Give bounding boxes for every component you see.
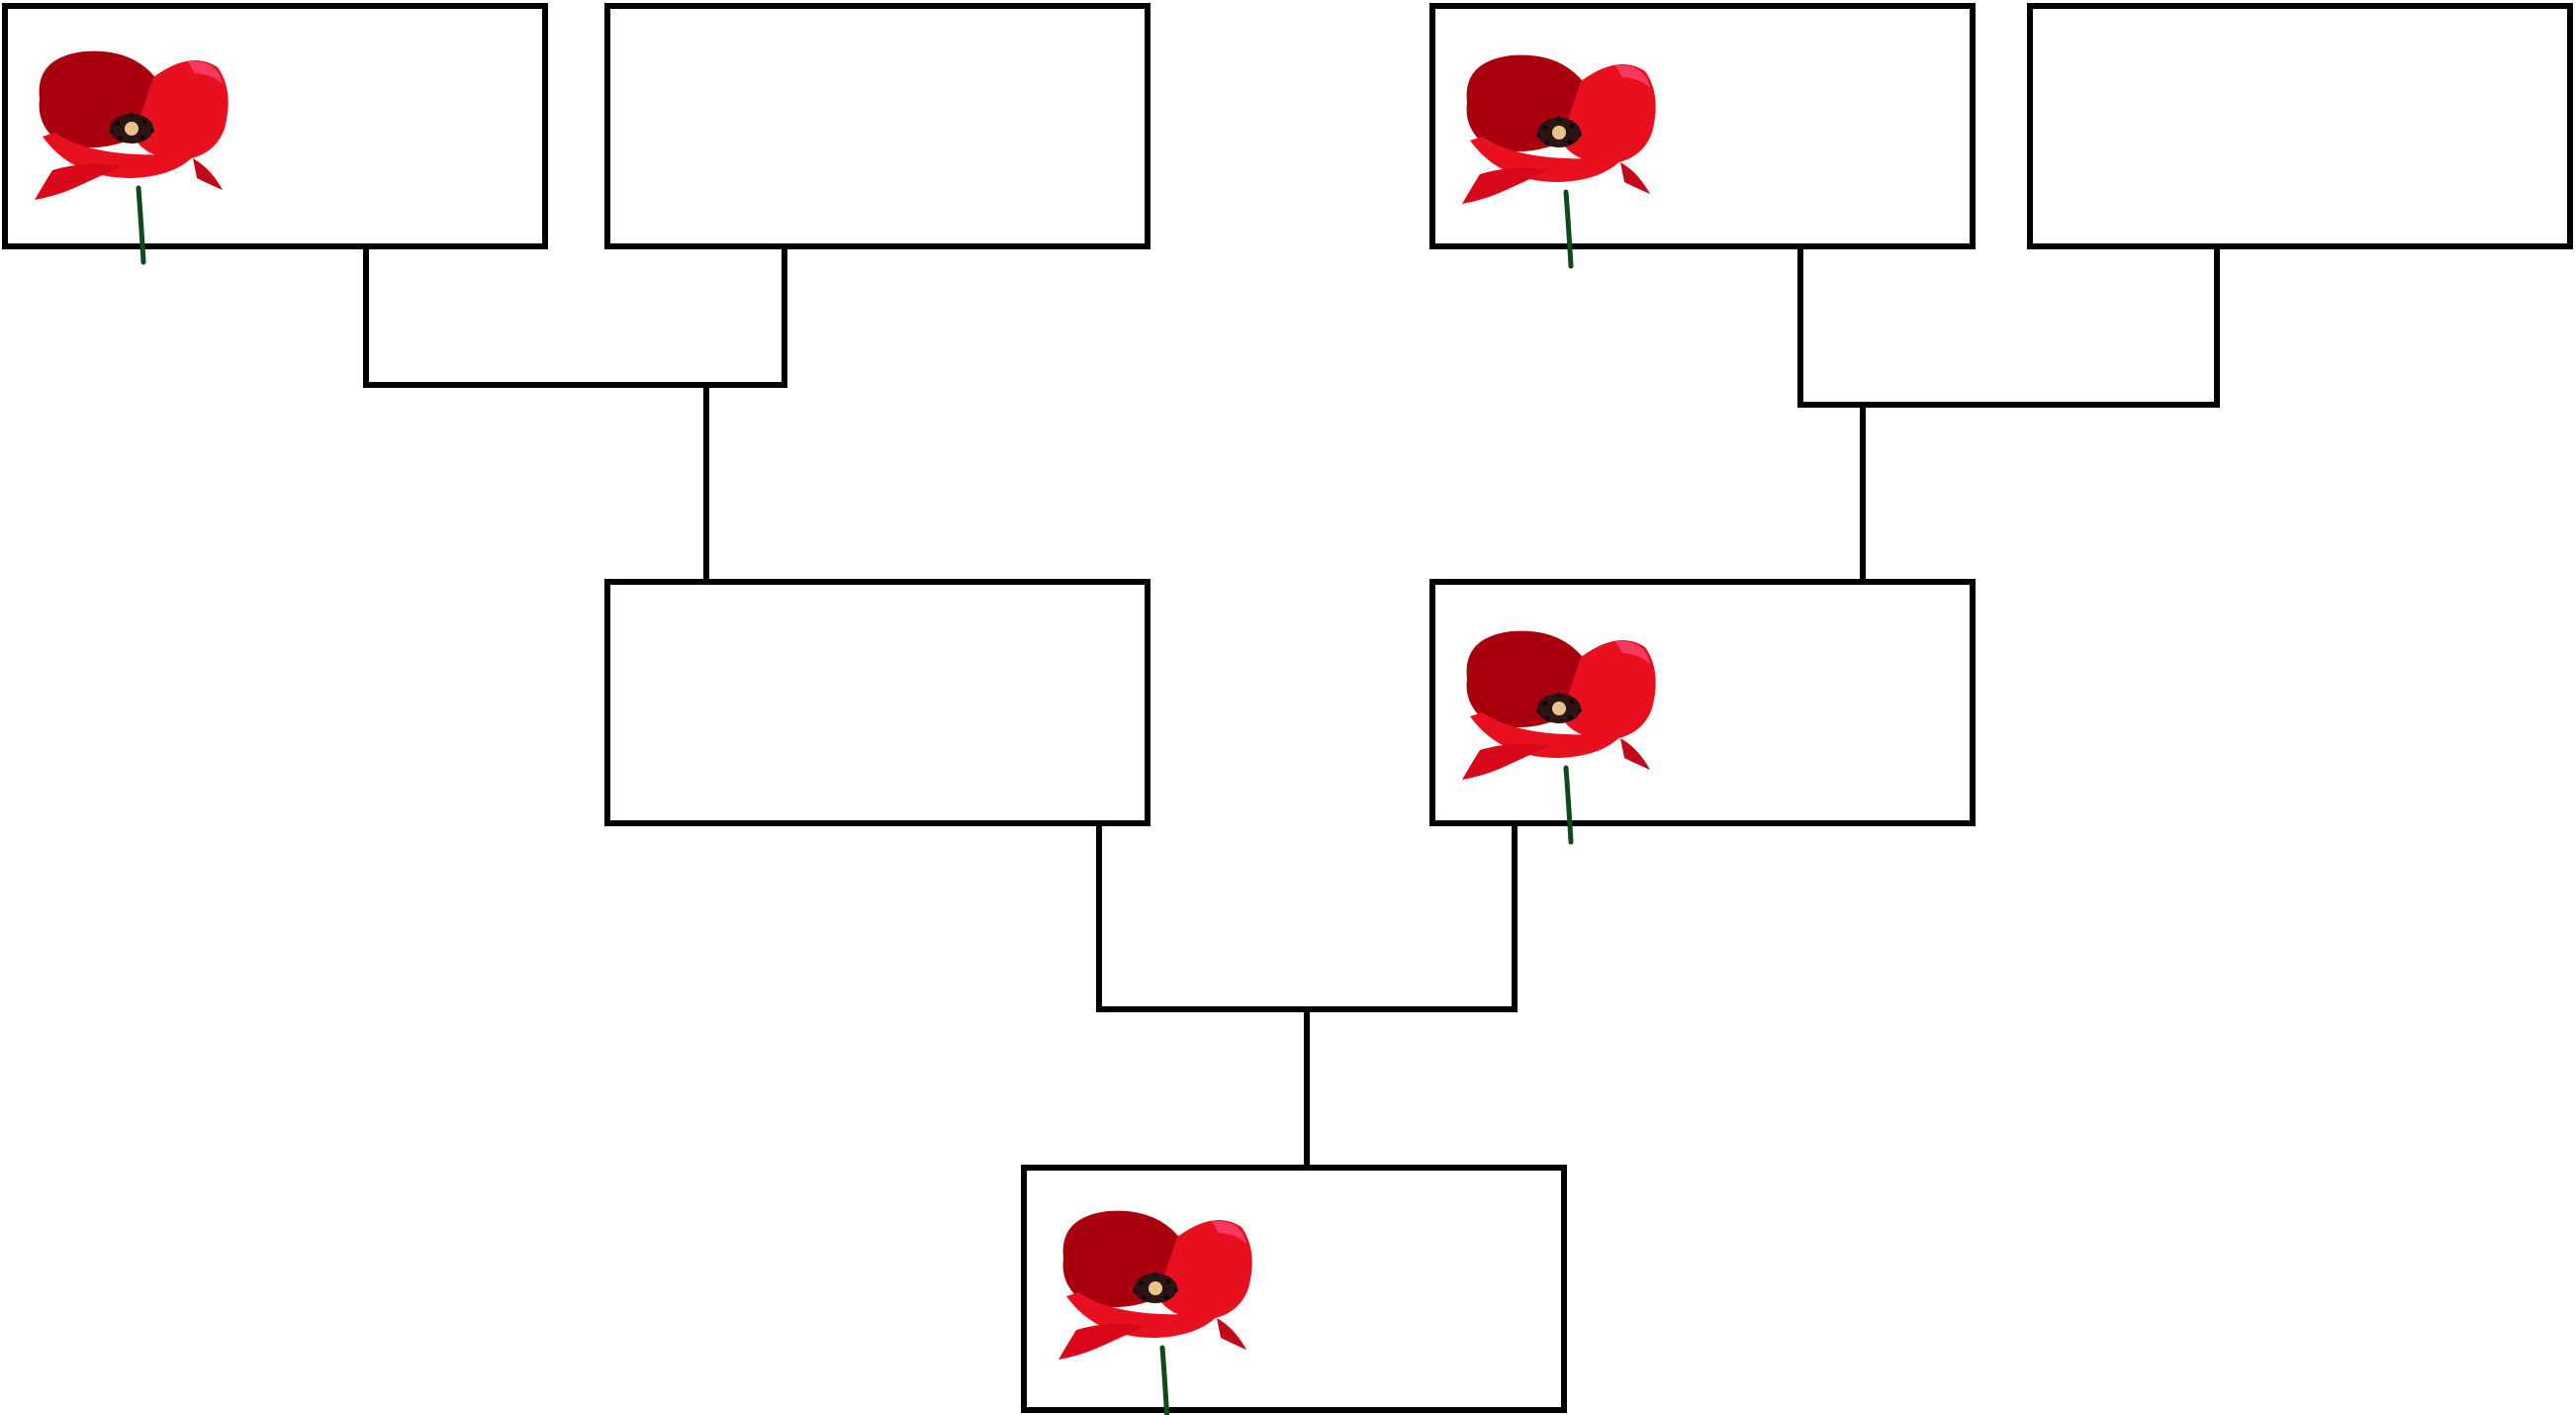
box-grandparent-1 bbox=[604, 579, 1150, 826]
connector-bracket-left-top bbox=[363, 243, 787, 388]
connector-bracket-bottom bbox=[1096, 820, 1518, 1012]
box-great-grandparent-1 bbox=[2, 3, 548, 262]
box-great-grandparent-4 bbox=[2027, 3, 2573, 249]
box-grandparent-2 bbox=[1429, 579, 1976, 842]
box-self bbox=[1021, 1165, 1567, 1415]
box-great-grandparent-2 bbox=[604, 3, 1150, 249]
box-great-grandparent-3 bbox=[1429, 3, 1976, 266]
connector-bracket-right-top bbox=[1797, 243, 2220, 408]
